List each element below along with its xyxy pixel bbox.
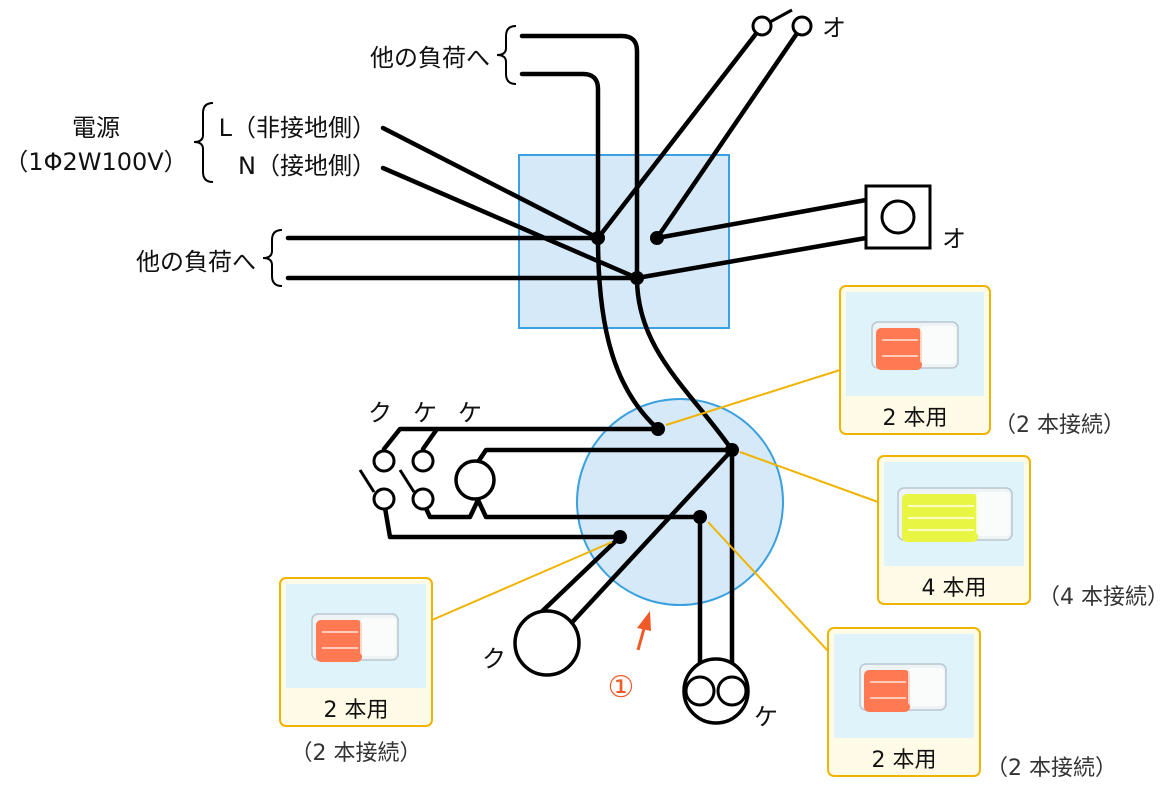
wire-line-n [380, 165, 640, 281]
connector-card-mid-right: 4 本用 [877, 455, 1031, 605]
marker-label: ① [608, 670, 635, 705]
wire-lamp-ku-a [530, 534, 623, 623]
switch-ku-ke-symbols [358, 449, 435, 511]
wire-cable-a [595, 235, 661, 432]
label-outlet-o: オ [942, 225, 966, 253]
label-switch-o: オ [822, 14, 846, 42]
wire-cable-b [634, 275, 735, 453]
lamp-ku-symbol [513, 609, 581, 677]
label-power-spec: （1Φ2W100V） [4, 148, 187, 176]
junction-point [725, 443, 739, 457]
connector-4-icon [897, 487, 1013, 542]
wire-other-load-top-b [519, 71, 601, 241]
brace-power [193, 102, 214, 183]
brace-other-load-top [496, 25, 517, 85]
switch-o-symbol [751, 8, 813, 37]
label-other-load-top: 他の負荷へ [370, 44, 490, 72]
label-switch-ku: ク [368, 399, 392, 427]
wire-ke-lamp-bottom [475, 497, 703, 520]
wire-line-l [380, 125, 601, 241]
label-line-n: N（接地側） [238, 152, 376, 180]
junction-point [630, 271, 644, 285]
outlet-o-symbol [864, 184, 932, 250]
wire-outlet-o-b [634, 235, 869, 281]
lamp-ke-symbol [682, 657, 750, 725]
label-power-title: 電源 [72, 114, 120, 142]
connector-name: 2 本用 [872, 748, 937, 773]
connector-card-bottom-left: 2 本用 [279, 577, 433, 727]
connector-name: 4 本用 [922, 576, 987, 601]
connector-caption: （2 本接続） [291, 741, 422, 766]
connector-caption: （2 本接続） [994, 413, 1125, 438]
label-switch-ke-1: ケ [413, 399, 437, 427]
connector-2-icon [859, 663, 947, 712]
wire-switch-k-bottom [381, 499, 623, 540]
wire-switch-o-b [654, 23, 805, 241]
wire-outlet-o-a [654, 197, 869, 241]
wire-lamp-ku-b [562, 447, 735, 633]
connector-caption: （2 本接続） [986, 756, 1117, 781]
wire-switch-o-a [595, 23, 765, 241]
pilot-lamp-symbol [454, 459, 496, 501]
connector-2-icon [871, 321, 959, 370]
label-lamp-ke: ケ [754, 703, 778, 731]
label-switch-ke-2: ケ [458, 399, 482, 427]
marker-arrow [636, 611, 651, 651]
junction-points [591, 231, 739, 544]
junction-point [693, 510, 707, 524]
connector-name: 2 本用 [324, 698, 389, 723]
label-lamp-ku: ク [482, 645, 506, 673]
label-other-load-mid: 他の負荷へ [136, 248, 256, 276]
wire-switch-k-top [381, 426, 440, 452]
connector-name: 2 本用 [883, 406, 948, 431]
wire-ke-lamp-top [475, 447, 735, 465]
wire-other-load-top-a [519, 33, 640, 281]
label-line-l: L（非接地側） [219, 114, 376, 142]
junction-point [591, 231, 605, 245]
wires [285, 23, 869, 675]
connector-2-icon [311, 613, 399, 662]
connector-card-bottom-right: 2 本用 [827, 627, 981, 777]
junction-point [613, 530, 627, 544]
junction-point [650, 231, 664, 245]
connector-card-top-right: 2 本用 [839, 285, 991, 435]
brace-other-load-mid [262, 229, 283, 287]
connector-caption: （4 本接続） [1038, 585, 1169, 610]
junction-point [651, 422, 665, 436]
